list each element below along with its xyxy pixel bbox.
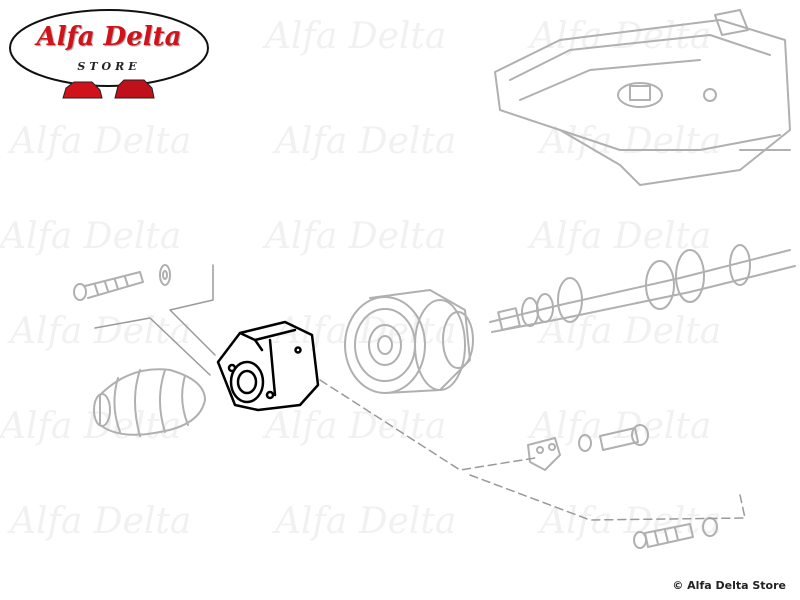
copyright-notice: © Alfa Delta Store	[672, 579, 786, 592]
store-logo[interactable]: Alfa Delta STORE	[8, 8, 210, 100]
camshaft-part[interactable]	[489, 244, 796, 333]
bolt-washer-parts[interactable]	[527, 424, 718, 549]
highlighted-part[interactable]	[216, 320, 320, 412]
bolt-part[interactable]	[73, 264, 171, 301]
logo-subtitle: STORE	[77, 60, 141, 73]
cam-cover-part[interactable]	[494, 9, 791, 186]
car-icons	[62, 79, 155, 99]
logo-emblem	[9, 9, 209, 99]
logo-title: Alfa Delta	[36, 22, 182, 52]
rubber-boot-part[interactable]	[93, 368, 206, 437]
leader-lines	[94, 264, 746, 521]
pulley-part[interactable]	[344, 289, 474, 394]
